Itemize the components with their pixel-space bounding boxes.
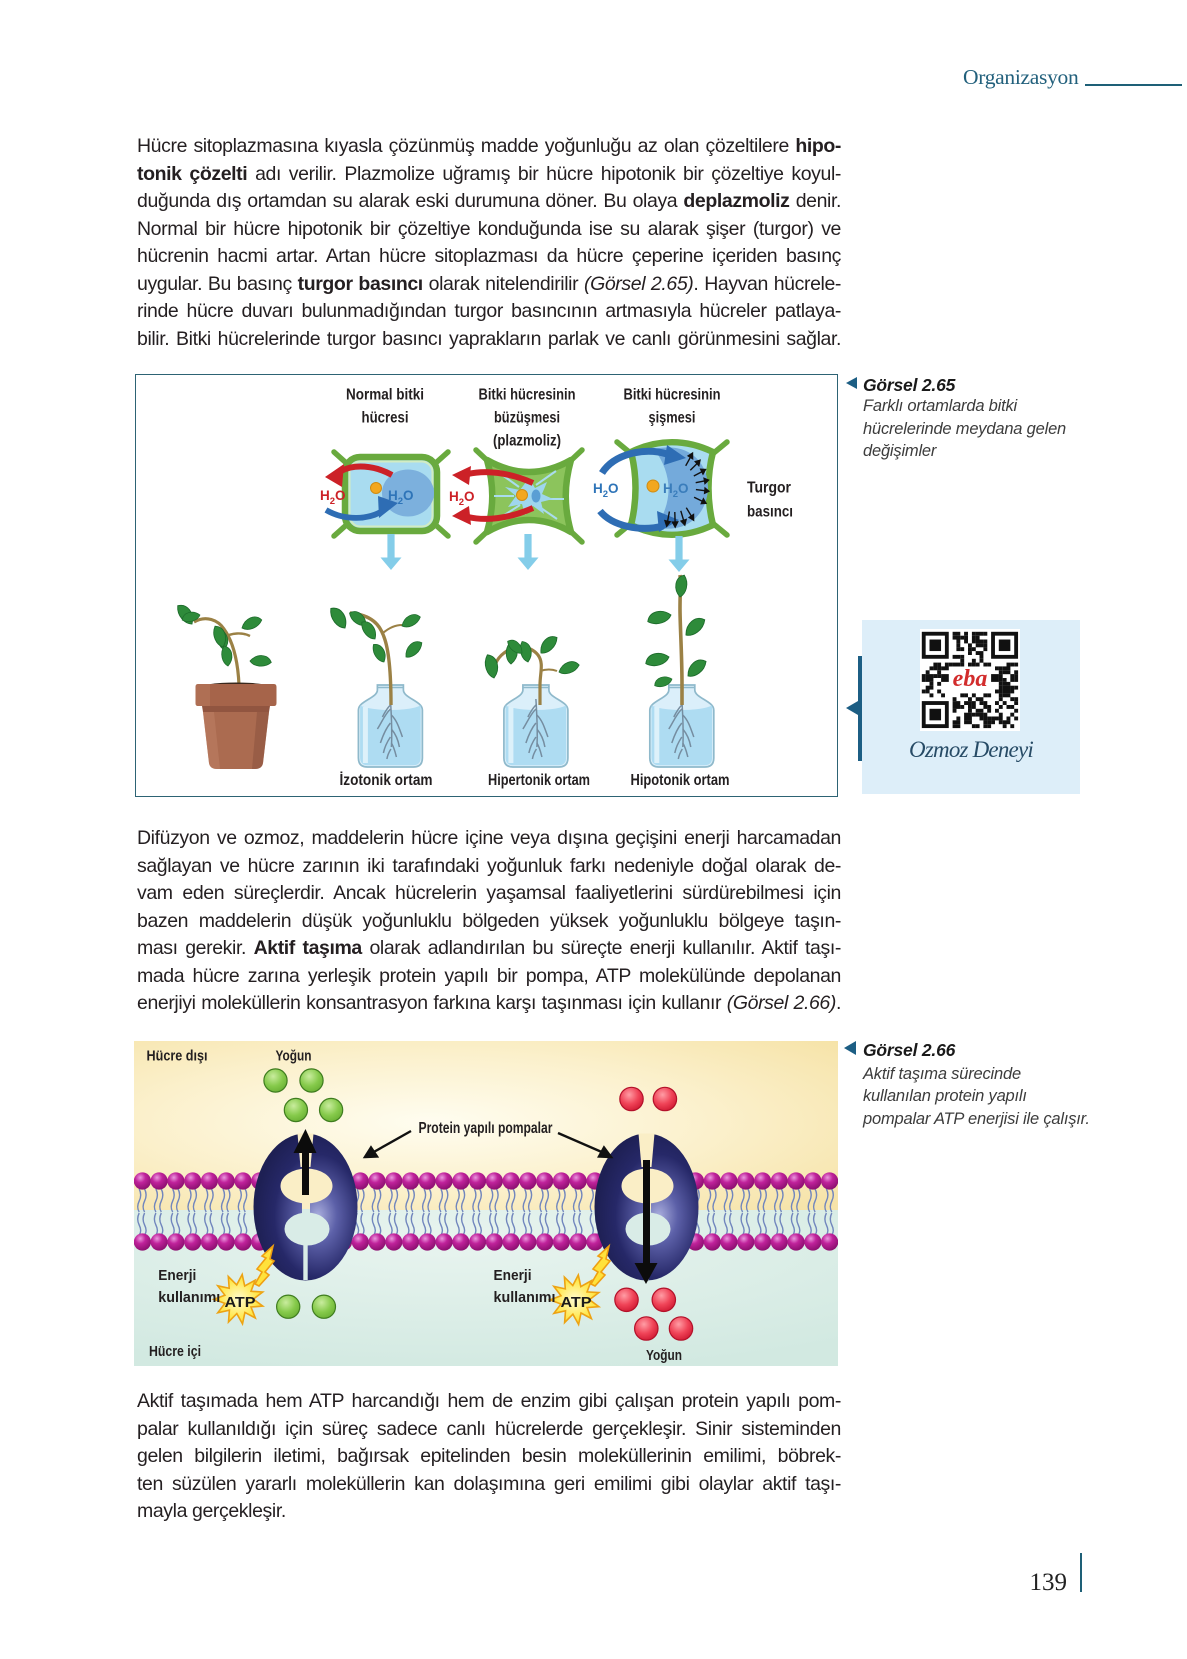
svg-text:şişmesi: şişmesi <box>649 410 696 427</box>
svg-text:Hücre içi: Hücre içi <box>149 1343 201 1360</box>
svg-text:H2O: H2O <box>663 481 689 500</box>
svg-text:hücresi: hücresi <box>362 410 409 427</box>
svg-text:ATP: ATP <box>225 1294 256 1311</box>
svg-text:Enerji: Enerji <box>158 1267 196 1284</box>
svg-text:Bitki hücresinin: Bitki hücresinin <box>624 387 721 404</box>
svg-text:kullanımı: kullanımı <box>494 1289 556 1306</box>
svg-text:Enerji: Enerji <box>494 1267 532 1284</box>
svg-text:eba: eba <box>953 666 988 692</box>
svg-text:Yoğun: Yoğun <box>276 1048 312 1065</box>
svg-text:H2O: H2O <box>388 488 414 507</box>
svg-text:Hipertonik ortam: Hipertonik ortam <box>488 772 590 789</box>
svg-text:büzüşmesi: büzüşmesi <box>494 410 560 427</box>
svg-text:H2O: H2O <box>320 488 346 507</box>
svg-text:Protein yapılı pompalar: Protein yapılı pompalar <box>419 1120 553 1137</box>
svg-text:H2O: H2O <box>593 481 619 500</box>
svg-text:Bitki hücresinin: Bitki hücresinin <box>479 387 576 404</box>
svg-text:Turgor: Turgor <box>747 480 791 497</box>
svg-text:(plazmoliz): (plazmoliz) <box>493 433 561 450</box>
svg-text:kullanımı: kullanımı <box>158 1289 220 1306</box>
svg-text:H2O: H2O <box>449 489 475 508</box>
svg-text:İzotonik ortam: İzotonik ortam <box>340 771 433 789</box>
svg-text:Yoğun: Yoğun <box>646 1347 682 1364</box>
svg-text:ATP: ATP <box>561 1294 592 1311</box>
svg-text:Normal bitki: Normal bitki <box>346 387 424 404</box>
svg-text:Hücre dışı: Hücre dışı <box>147 1048 208 1065</box>
svg-text:basıncı: basıncı <box>747 504 793 521</box>
svg-text:Hipotonik ortam: Hipotonik ortam <box>631 772 730 789</box>
